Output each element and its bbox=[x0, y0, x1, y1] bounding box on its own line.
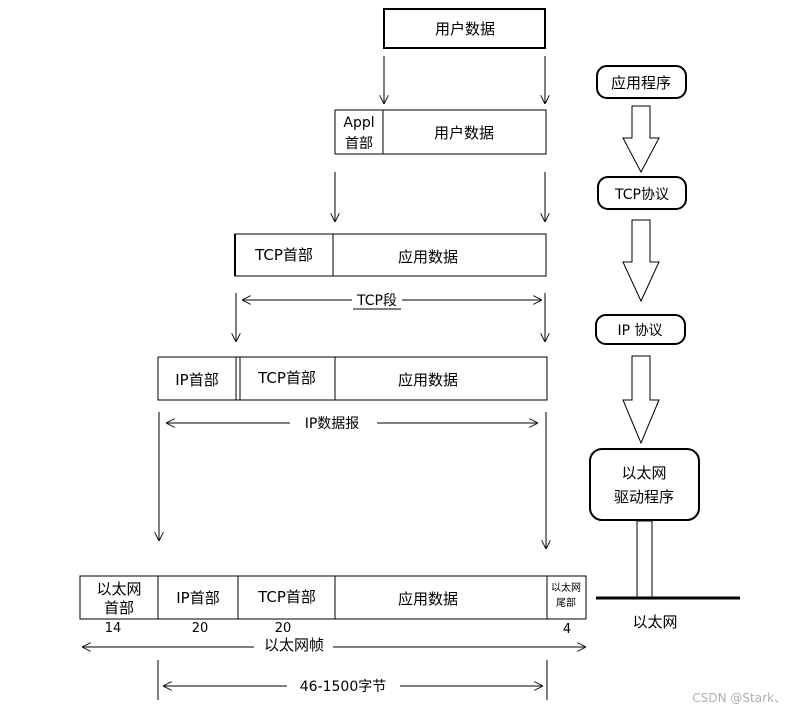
layer-ethernet: 以太网 首部 IP首部 TCP首部 应用数据 以太网 尾部 bbox=[79, 575, 587, 620]
driver-connector bbox=[636, 520, 653, 598]
stack-application-box bbox=[596, 65, 687, 99]
payload-span: 46-1500字节 bbox=[157, 660, 548, 700]
appl-header-line1: Appl bbox=[343, 115, 374, 131]
stack-tcp-label: TCP协议 bbox=[614, 187, 669, 203]
tcp-app-data-label: 应用数据 bbox=[398, 248, 458, 266]
eth-frame-span: 以太网帧 bbox=[82, 636, 586, 654]
ip-datagram-span: IP数据报 bbox=[166, 416, 538, 432]
ip-app-data-label: 应用数据 bbox=[398, 371, 458, 389]
ip-header-label: IP首部 bbox=[175, 371, 218, 389]
stack-tcp-box bbox=[597, 176, 687, 210]
tcp-segment-label: TCP段 bbox=[356, 293, 397, 309]
stack-driver-line2: 驱动程序 bbox=[614, 488, 674, 506]
size-trailer: 4 bbox=[563, 622, 571, 637]
ip-datagram-label: IP数据报 bbox=[305, 416, 360, 432]
field-sizes: 14 20 20 4 bbox=[105, 621, 571, 637]
down-arrows-3 bbox=[236, 293, 545, 342]
appl-frame-box bbox=[334, 109, 547, 155]
eth-frame-box bbox=[79, 575, 587, 620]
eth-trailer-line2: 尾部 bbox=[556, 596, 576, 609]
block-down-arrow-1 bbox=[622, 105, 660, 174]
stack-ip-box bbox=[595, 314, 686, 345]
appl-header-line2: 首部 bbox=[345, 136, 373, 152]
eth-header-line1: 以太网 bbox=[96, 580, 141, 598]
protocol-stack: 应用程序 TCP协议 IP 协议 以太网 驱动程序 以太网 bbox=[589, 65, 740, 631]
tcp-header-label: TCP首部 bbox=[254, 246, 313, 264]
eth-app-data-label: 应用数据 bbox=[398, 590, 458, 608]
payload-size-label: 46-1500字节 bbox=[300, 679, 387, 695]
down-arrows-1 bbox=[384, 56, 545, 104]
eth-tcp-header-label: TCP首部 bbox=[257, 588, 316, 606]
size-eth-header: 14 bbox=[105, 621, 122, 636]
ip-tcp-header-label: TCP首部 bbox=[257, 369, 316, 387]
layer-ip: IP首部 TCP首部 应用数据 bbox=[157, 356, 548, 401]
user-data-label: 用户数据 bbox=[435, 20, 495, 38]
eth-trailer-line1: 以太网 bbox=[551, 581, 581, 594]
stack-driver-box bbox=[589, 448, 700, 521]
block-down-arrow-3 bbox=[622, 355, 660, 445]
tcp-segment-span: TCP段 bbox=[242, 293, 542, 310]
size-ip-header: 20 bbox=[192, 621, 209, 636]
eth-ip-header-label: IP首部 bbox=[176, 589, 219, 607]
tcp-frame-box bbox=[234, 233, 547, 277]
down-arrows-2 bbox=[335, 172, 545, 222]
layer-appl: Appl 首部 用户数据 bbox=[334, 109, 547, 155]
block-down-arrow-2 bbox=[622, 219, 660, 303]
stack-ethernet-label: 以太网 bbox=[632, 613, 677, 631]
layer-tcp: TCP首部 应用数据 bbox=[234, 233, 547, 277]
user-data-box bbox=[383, 8, 546, 49]
stack-ip-label: IP 协议 bbox=[617, 323, 662, 339]
ip-frame-box bbox=[157, 356, 548, 401]
eth-header-line2: 首部 bbox=[104, 599, 134, 617]
down-arrows-4 bbox=[159, 412, 546, 549]
watermark: CSDN @Stark、 bbox=[692, 691, 786, 705]
appl-user-data-label: 用户数据 bbox=[434, 124, 494, 142]
stack-application-label: 应用程序 bbox=[611, 74, 671, 92]
layer-user-data: 用户数据 bbox=[383, 8, 546, 49]
eth-frame-label: 以太网帧 bbox=[264, 636, 324, 654]
size-tcp-header: 20 bbox=[275, 621, 292, 636]
stack-driver-line1: 以太网 bbox=[621, 464, 666, 482]
